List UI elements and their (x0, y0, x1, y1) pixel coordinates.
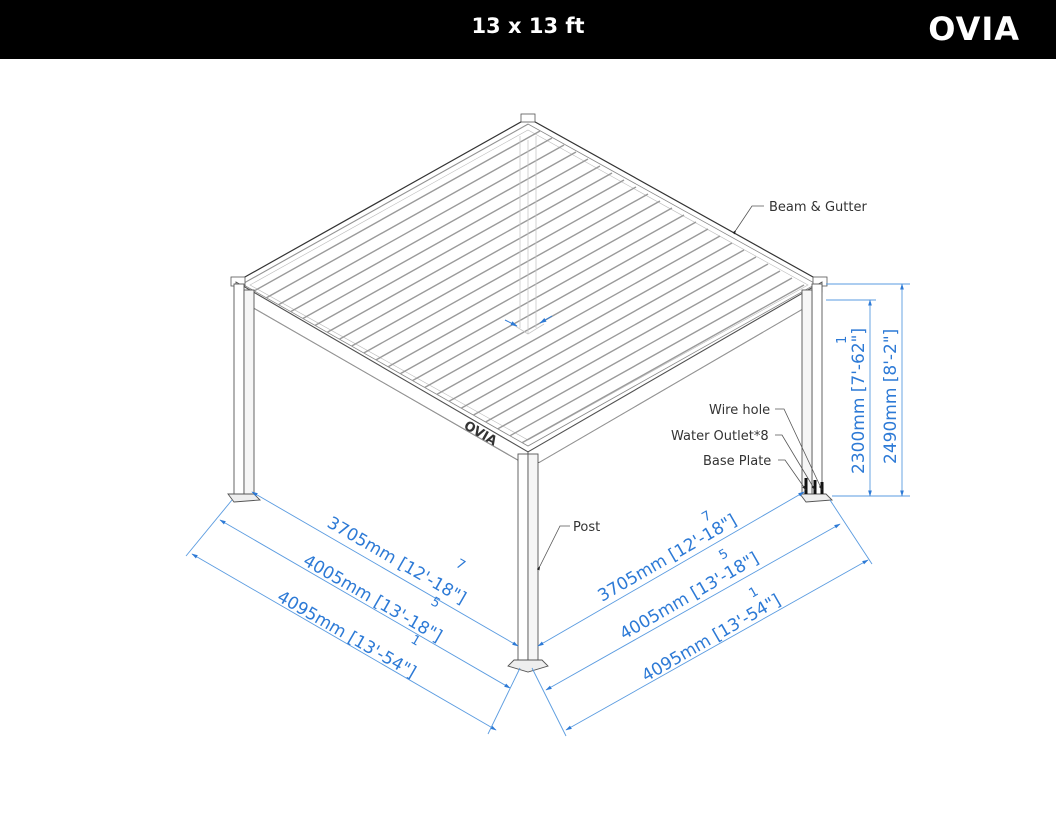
post-right (799, 283, 834, 503)
post-front (507, 453, 549, 673)
callout-wire-hole: Wire hole (709, 403, 770, 418)
header-bar: 13 x 13 ft OVIA (0, 0, 1056, 59)
dim-left-4005-frac: 5 (428, 594, 443, 611)
post-left (227, 283, 262, 503)
dim-height-2300-frac: 1 (835, 336, 850, 344)
brand-logo: OVIA (928, 10, 1020, 48)
callout-post: Post (573, 520, 600, 535)
dim-left-3705-frac: 7 (453, 556, 468, 573)
rear-post-hidden (511, 136, 545, 335)
roof (230, 113, 828, 453)
dim-left-4095-frac: 1 (408, 632, 423, 649)
dim-height-2490: 2490mm [8'-2"] (881, 329, 901, 464)
dimensions-right (531, 491, 873, 737)
dimensions-height (826, 283, 910, 497)
callout-water-outlet: Water Outlet*8 (671, 429, 769, 444)
dim-right-3705: 3705mm [12'-18"] (595, 511, 741, 607)
callout-base-plate: Base Plate (703, 454, 771, 469)
dim-height-2300: 2300mm [7'-62"] (849, 328, 869, 474)
page-title: 13 x 13 ft (471, 14, 585, 38)
dimensions-left (185, 491, 521, 735)
callout-beam-gutter: Beam & Gutter (769, 200, 867, 215)
dim-right-4005-frac: 5 (717, 546, 732, 563)
louvers (242, 124, 805, 446)
